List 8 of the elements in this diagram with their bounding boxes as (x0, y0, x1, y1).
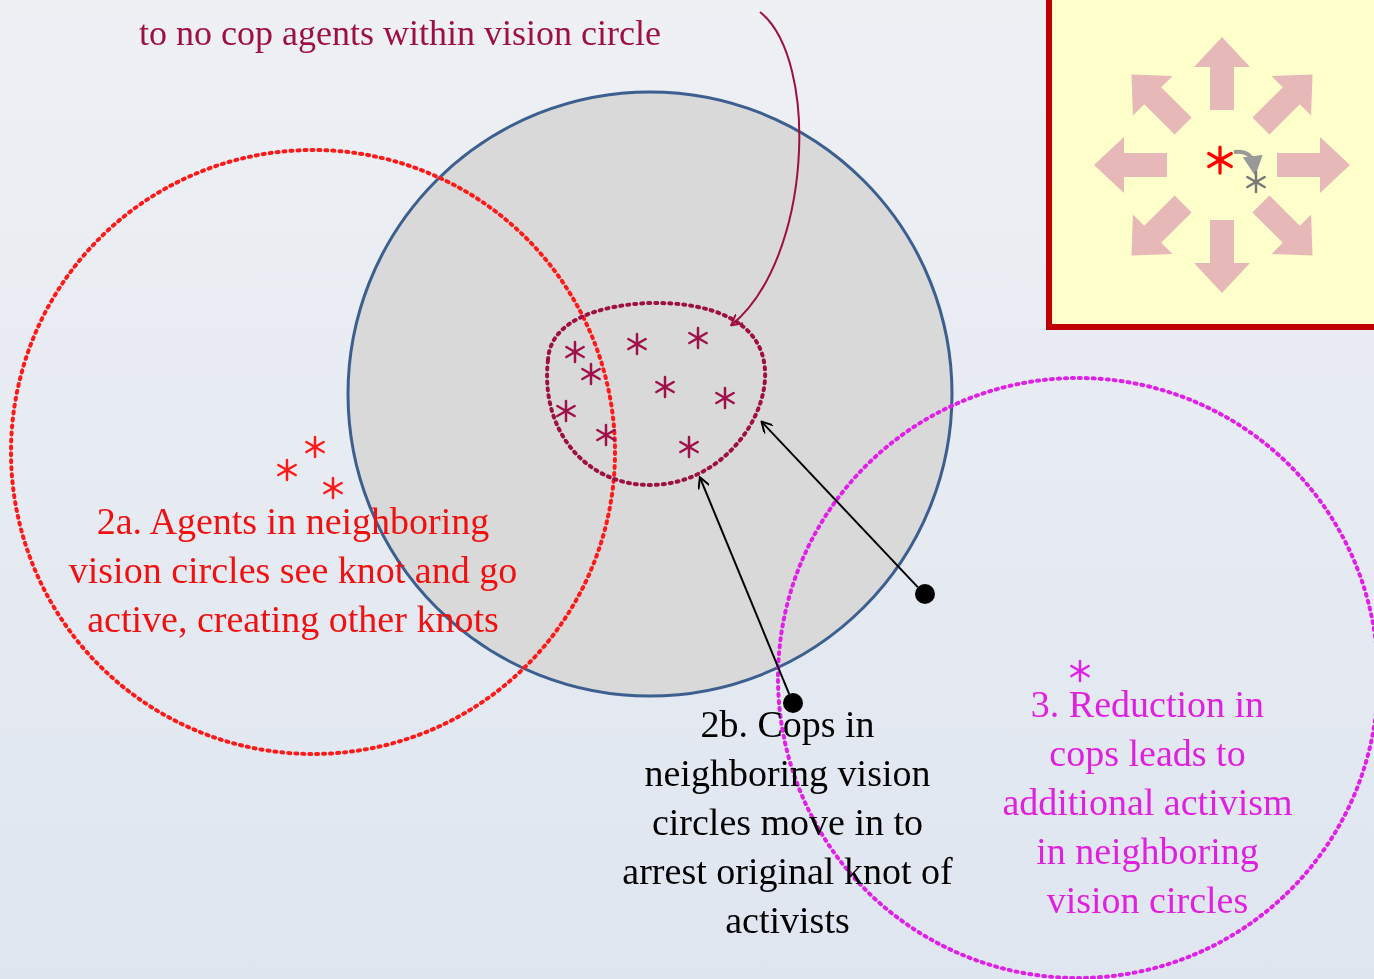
cop-dot (783, 693, 803, 713)
arrow (697, 476, 791, 695)
annotation-text: 3. Reduction in cops leads to additional activism in neighboring vision circles (1001, 682, 1294, 923)
arrow (730, 11, 801, 327)
knot-outline (545, 301, 767, 487)
cop-dot (915, 584, 935, 604)
annotation-text: to no cop agents within vision circle (40, 0, 760, 58)
arrow (760, 420, 919, 589)
